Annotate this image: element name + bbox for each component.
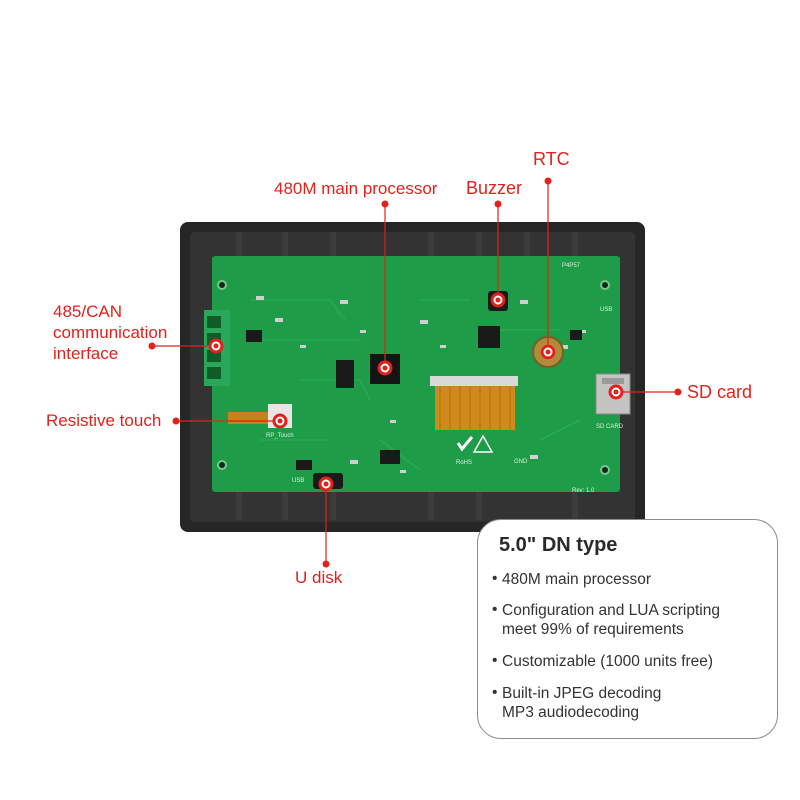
green-pcb xyxy=(212,256,620,492)
feature-item: • 480M main processor xyxy=(492,570,652,588)
label-sdcard: SD card xyxy=(687,382,753,402)
pcb-traces xyxy=(250,299,581,471)
marker-comm-left xyxy=(148,342,156,350)
label-comm-line2: communication xyxy=(53,323,168,342)
marker-processor-top xyxy=(381,200,389,208)
marker-sd-right xyxy=(674,388,682,396)
feature-callout-box: 5.0" DN type • 480M main processor • Con… xyxy=(477,519,778,739)
pcb-text-model: P4P57 xyxy=(562,263,581,269)
enclosure-ribs xyxy=(236,232,578,520)
esd-triangle-icon xyxy=(472,434,494,453)
label-processor: 480M main processor xyxy=(274,179,438,198)
pcb-text-usb-top: USB xyxy=(600,307,612,313)
ic-chips xyxy=(246,326,582,470)
callout-title: 5.0" DN type xyxy=(499,534,618,556)
pcb-text-gnd: GND xyxy=(514,459,528,465)
label-buzzer: Buzzer xyxy=(466,178,523,198)
label-udisk: U disk xyxy=(295,568,343,587)
feature-item: • Customizable (1000 units free) xyxy=(492,652,714,670)
callout-markers xyxy=(148,177,682,568)
pcb-text-rev: Rev: 1.0 xyxy=(572,488,595,494)
feature-item: • Configuration and LUA scripting meet 9… xyxy=(492,601,720,638)
marker-udisk-bottom xyxy=(322,560,330,568)
touch-ribbon xyxy=(228,412,272,424)
feature-item: • Built-in JPEG decoding MP3 audiodecodi… xyxy=(492,684,662,721)
pcb-text-rohs: RoHS xyxy=(456,460,472,466)
marker-touch-left xyxy=(172,417,180,425)
callout-leaders xyxy=(154,182,676,563)
rohs-check-icon xyxy=(456,436,474,452)
display-fpc-connector xyxy=(430,376,518,386)
label-touch: Resistive touch xyxy=(46,411,162,430)
label-rtc: RTC xyxy=(533,149,570,169)
label-comm-line1: 485/CAN xyxy=(53,302,122,321)
smd-components xyxy=(256,296,586,473)
pcb-text-sd-card: SD CARD xyxy=(596,424,624,430)
pcb-text-rp-touch: RP_Touch xyxy=(266,433,294,439)
ribbon-cable xyxy=(435,386,515,430)
marker-rtc-top xyxy=(544,177,552,185)
marker-buzzer-top xyxy=(494,200,502,208)
pcb-text-usb-bottom: USB xyxy=(292,478,304,484)
mounting-holes xyxy=(217,280,610,475)
label-comm-line3: interface xyxy=(53,344,119,363)
